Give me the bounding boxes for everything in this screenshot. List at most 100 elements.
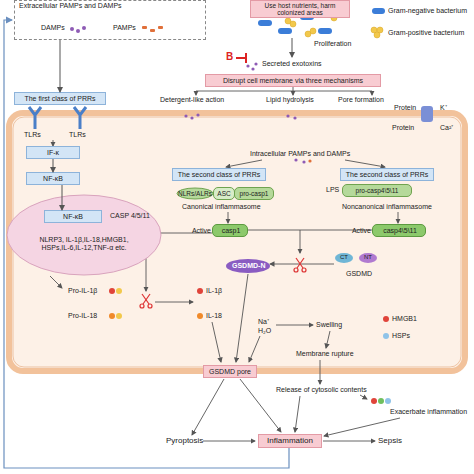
signal-box: NF-κB — [44, 210, 102, 223]
hsps-dot — [383, 333, 389, 339]
text-label: TLRs — [69, 131, 86, 139]
arrow — [196, 87, 293, 95]
text-label: K⁺ — [440, 104, 447, 112]
node-text: DAMPs — [41, 24, 81, 32]
text-label: Protein — [392, 124, 414, 132]
text-label: Swelling — [316, 321, 342, 329]
arrow — [292, 38, 293, 57]
node-text: casp4\5\11 — [373, 227, 427, 235]
pamp-dots — [142, 26, 312, 163]
content-dot — [371, 398, 377, 404]
text-label: Secreted exotoxins — [262, 60, 322, 68]
category-box: The second class of PRRs — [172, 168, 266, 181]
text-label: Sepsis — [378, 437, 402, 446]
arrow — [203, 441, 255, 442]
category-box: The second class of PRRs — [340, 168, 434, 181]
arrow — [212, 322, 221, 362]
arrow — [248, 230, 300, 253]
text-label: Membrane rupture — [296, 350, 354, 358]
process-box: Use host nutrients, harm colonized areas — [250, 0, 350, 18]
arrow — [50, 276, 62, 288]
text-label: GSDMD — [346, 270, 372, 278]
text-label: Proliferation — [314, 40, 351, 48]
arrow — [295, 396, 300, 432]
text-label: IL-1β — [206, 287, 222, 295]
tlr-receptor — [29, 107, 86, 129]
text-label: Protein — [394, 104, 416, 112]
cytokine-dot — [109, 288, 115, 294]
node-text: GSDMD pore — [209, 368, 251, 376]
content-dot — [385, 398, 391, 404]
arrow — [323, 441, 375, 442]
text-label: Pro-IL-1β — [68, 287, 97, 295]
node-text: Inflammation — [267, 437, 313, 446]
arrow — [155, 302, 193, 303]
arrow — [270, 264, 334, 265]
signal-box: NF-κB — [26, 172, 80, 185]
legend-text: Gram-positive bacterium — [388, 29, 464, 37]
scissors-symbol — [140, 258, 306, 308]
text-label: CT — [340, 254, 348, 261]
outcome-box: Inflammation — [258, 434, 322, 448]
text-label: B — [226, 51, 233, 62]
text-label: Pore formation — [338, 96, 384, 104]
hmgb1-dot — [383, 316, 389, 322]
node-text: casp1 — [213, 227, 249, 235]
node-text: NF-κB — [43, 175, 63, 183]
node-text: NF-κB — [63, 213, 83, 221]
text-label: Pro-IL-18 — [68, 312, 97, 320]
node-text: pro-casp4\5\11 — [356, 187, 399, 194]
cell-membrane-inner — [13, 117, 461, 367]
arrow — [249, 336, 260, 362]
node-text: pro-casp1 — [240, 190, 269, 197]
node-text: NLRP3, IL-1β,IL-18,HMGB1, HSPs,IL-6,IL-1… — [28, 236, 140, 251]
text-label: Ca²⁺ — [440, 124, 453, 132]
arrow — [345, 160, 385, 167]
node-text: Disrupt cell membrane via three mechanis… — [223, 77, 363, 85]
arrow — [324, 418, 400, 436]
cytokine-dot — [197, 313, 203, 319]
text-label: Canonical inflammasome — [182, 203, 261, 211]
arrow — [236, 274, 248, 362]
text-label: Release of cytosolic contents — [276, 386, 367, 394]
arrow — [293, 91, 372, 95]
text-label: GSDMD-N — [232, 262, 265, 270]
node-text: ASC — [217, 190, 230, 197]
arrow — [240, 379, 281, 432]
cytokine-dot — [116, 313, 122, 319]
connector-arrow — [60, 40, 61, 92]
arrow — [228, 212, 229, 223]
sensor-ellipse: NLRs/ALRs — [176, 187, 214, 200]
text-label: Exacerbate inflammation — [390, 408, 467, 416]
connector-arrow — [53, 159, 54, 172]
gsdmd-n-blob — [226, 259, 270, 273]
text-label: HMGB1 — [392, 315, 417, 323]
dashed-group-box: Extracellular PAMPs and DAMPsDAMPsPAMPs — [14, 0, 206, 40]
node-text: The second class of PRRs — [346, 171, 428, 179]
caspase-box: pro-casp1 — [234, 187, 274, 200]
cell-membrane — [9, 113, 465, 371]
arrow — [293, 91, 294, 95]
text-label: Detergent-like action — [160, 96, 224, 104]
content-dot — [378, 398, 384, 404]
caspase-box: pro-casp4\5\11 — [342, 184, 412, 197]
node-outline — [6, 194, 162, 276]
gram-positive-bacteria — [285, 15, 383, 38]
text-label: Intracellular PAMPs and DAMPs — [250, 150, 350, 158]
arrow — [360, 395, 367, 399]
text-label: Na⁺ — [258, 318, 269, 326]
active-caspase-box: Activecasp4\5\11 — [372, 224, 426, 237]
legend-text: Gram-negative bacterium — [388, 7, 467, 15]
node-text: Active — [181, 227, 211, 235]
arrow — [192, 379, 224, 435]
process-box: Disrupt cell membrane via three mechanis… — [205, 74, 381, 87]
text-label: NT — [364, 254, 372, 261]
node-text: Active — [341, 227, 371, 235]
node-text: NLRs/ALRs — [178, 190, 212, 197]
node-text: The first class of PRRs — [24, 95, 95, 103]
node-text: The second class of PRRs — [178, 171, 260, 179]
cytokine-dot — [109, 313, 115, 319]
category-box: The first class of PRRs — [14, 92, 106, 105]
node-text: Extracellular PAMPs and DAMPs — [19, 2, 203, 10]
